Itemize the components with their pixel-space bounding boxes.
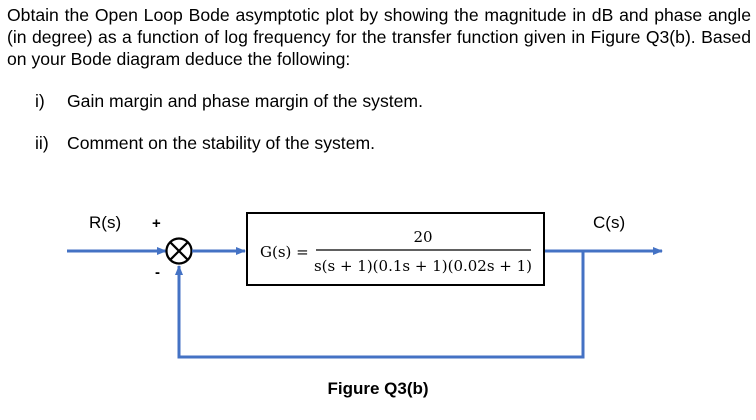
figure-caption: Figure Q3(b)	[327, 379, 429, 398]
item-text: Gain margin and phase margin of the syst…	[67, 91, 423, 111]
question-item-2: ii) Comment on the stability of the syste…	[35, 132, 375, 154]
tf-numerator: 20	[413, 228, 432, 246]
question-text: Obtain the Open Loop Bode asymptotic plo…	[7, 5, 751, 69]
feedback-line	[175, 251, 585, 359]
item-number: i)	[35, 91, 45, 111]
question-item-1: i) Gain margin and phase margin of the sy…	[35, 90, 423, 112]
item-number: ii)	[35, 133, 49, 153]
plus-sign: +	[152, 215, 161, 232]
tf-denominator: s(s + 1)(0.1s + 1)(0.02s + 1)	[314, 257, 532, 275]
summing-junction	[165, 237, 193, 265]
transfer-function-block	[246, 212, 545, 286]
input-label: R(s)	[89, 213, 121, 232]
block-prefix: G(s) =	[260, 243, 309, 261]
minus-sign: -	[155, 264, 160, 281]
output-label: C(s)	[593, 213, 625, 232]
item-text: Comment on the stability of the system.	[67, 133, 376, 153]
